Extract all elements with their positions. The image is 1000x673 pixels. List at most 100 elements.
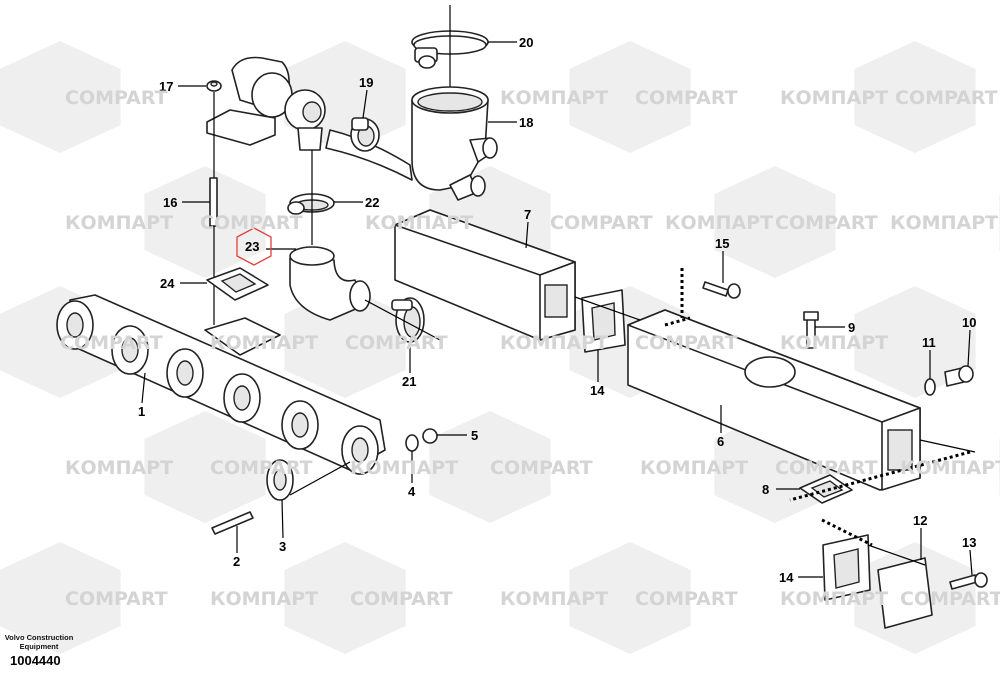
highlight-hexagon	[236, 227, 272, 266]
nut-5	[422, 428, 438, 444]
watermark-hexagon	[0, 542, 121, 654]
watermark-text: COMPART	[775, 457, 878, 479]
watermark-text: КОМПАРТ	[500, 588, 608, 610]
callout-18[interactable]: 18	[519, 115, 533, 130]
hose-elbow-23	[289, 246, 371, 321]
manufacturer-name: Volvo Construction Equipment	[4, 633, 74, 651]
watermark-text: КОМПАРТ	[900, 457, 1000, 479]
elbow-pipe-18	[325, 86, 498, 201]
heat-shield-6	[627, 309, 921, 491]
clamp-21	[391, 297, 425, 343]
callout-11[interactable]: 11	[922, 335, 936, 350]
washer-11	[924, 378, 936, 396]
watermark-text: КОМПАРТ	[640, 457, 748, 479]
gasket-3	[266, 459, 294, 501]
exhaust-manifold-1	[56, 294, 386, 475]
callout-21[interactable]: 21	[402, 374, 416, 389]
callout-4[interactable]: 4	[408, 484, 416, 499]
watermark-text: COMPART	[550, 212, 653, 234]
callout-20[interactable]: 20	[519, 35, 533, 50]
washer-4	[405, 434, 419, 452]
callout-10[interactable]: 10	[962, 315, 976, 330]
gasket-24	[206, 267, 269, 301]
callout-16[interactable]: 16	[163, 195, 177, 210]
watermark-text: COMPART	[775, 212, 878, 234]
callout-2[interactable]: 2	[233, 554, 240, 569]
watermark-text: КОМПАРТ	[210, 588, 318, 610]
watermark-text: КОМПАРТ	[780, 87, 888, 109]
watermark-text: КОМПАРТ	[65, 212, 173, 234]
callout-3[interactable]: 3	[279, 539, 286, 554]
watermark-text: COMPART	[900, 588, 1000, 610]
watermark-hexagon	[144, 166, 266, 278]
watermark-text: КОМПАРТ	[365, 212, 473, 234]
gasket-8	[799, 474, 853, 504]
watermark-hexagon	[569, 542, 691, 654]
watermark-hexagon	[429, 411, 551, 523]
watermark-text: КОМПАРТ	[500, 87, 608, 109]
watermark-text: COMPART	[635, 87, 738, 109]
heat-shield-7	[394, 209, 576, 341]
callout-19[interactable]: 19	[359, 75, 373, 90]
watermark-text: COMPART	[210, 457, 313, 479]
leader-lines	[141, 41, 973, 578]
callout-17[interactable]: 17	[159, 79, 173, 94]
watermark-hexagon	[569, 41, 691, 153]
watermark-text: COMPART	[200, 212, 303, 234]
callout-8[interactable]: 8	[762, 482, 769, 497]
connection-line	[664, 316, 691, 327]
callout-24[interactable]: 24	[160, 276, 175, 291]
callout-6[interactable]: 6	[717, 434, 724, 449]
watermark-text: COMPART	[490, 457, 593, 479]
gasket-14-lower	[822, 534, 871, 601]
watermark-text: COMPART	[635, 588, 738, 610]
watermark-text: КОМПАРТ	[890, 212, 998, 234]
bolt-15	[702, 281, 741, 299]
callout-14-upper[interactable]: 14	[590, 383, 605, 398]
nut-17	[206, 80, 222, 92]
watermark-text: КОМПАРТ	[780, 588, 888, 610]
callout-12[interactable]: 12	[913, 513, 927, 528]
watermark-text: COMPART	[65, 87, 168, 109]
watermark-text: COMPART	[895, 87, 998, 109]
watermark-text: КОМПАРТ	[210, 332, 318, 354]
bolt-9	[803, 311, 819, 349]
watermark-text: КОМПАРТ	[665, 212, 773, 234]
callout-14-lower[interactable]: 14	[779, 570, 794, 585]
connection-line	[789, 450, 971, 502]
gasket-14-upper	[581, 289, 626, 353]
callout-15[interactable]: 15	[715, 236, 729, 251]
watermark-hexagon	[854, 286, 976, 398]
callout-5[interactable]: 5	[471, 428, 478, 443]
turbocharger	[206, 56, 326, 151]
callout-1[interactable]: 1	[138, 404, 145, 419]
callout-13[interactable]: 13	[962, 535, 976, 550]
clamp-22	[287, 193, 335, 215]
callout-23[interactable]: 23	[245, 239, 259, 254]
callout-labels: 1 2 3 4 5 6 7 8 9 10 11 12 13 14 14 15 1…	[138, 35, 976, 585]
watermark-hexagon	[714, 166, 836, 278]
bolt-13	[949, 572, 988, 590]
bolt-10	[944, 365, 974, 387]
watermark-hexagon	[0, 41, 121, 153]
watermark-hexagon	[854, 41, 976, 153]
cover-plate-12	[877, 557, 933, 629]
watermark-text: КОМПАРТ	[780, 332, 888, 354]
watermark-text: COMPART	[345, 332, 448, 354]
watermark-text: COMPART	[635, 332, 738, 354]
watermark-hexagon	[284, 542, 406, 654]
watermark-text: COMPART	[350, 588, 453, 610]
clamp-19	[350, 117, 380, 152]
callout-22[interactable]: 22	[365, 195, 379, 210]
stud-2	[211, 511, 254, 535]
watermark-text: COMPART	[60, 332, 163, 354]
callout-9[interactable]: 9	[848, 320, 855, 335]
drawing-number: 1004440	[10, 653, 61, 668]
watermark-text: КОМПАРТ	[65, 457, 173, 479]
watermark-hexagon	[144, 411, 266, 523]
manufacturer-label: Volvo Construction Equipment	[4, 633, 74, 651]
callout-7[interactable]: 7	[524, 207, 531, 222]
